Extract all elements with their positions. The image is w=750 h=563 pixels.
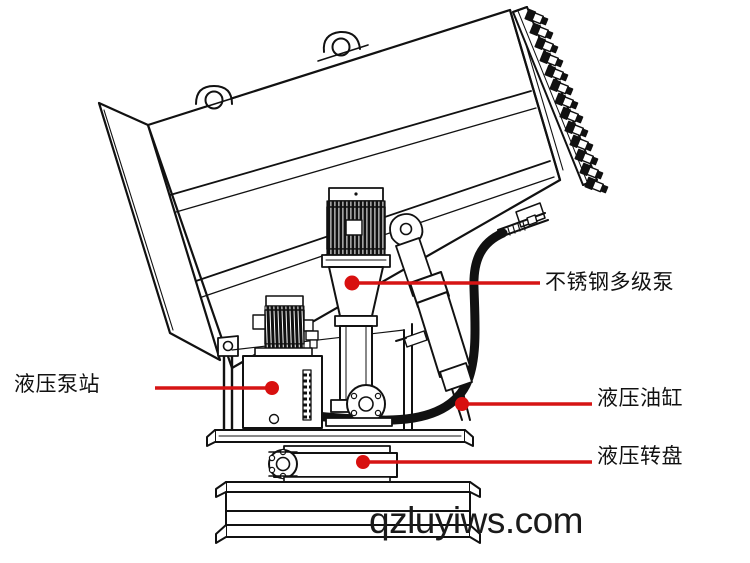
base-frame [215,481,481,544]
multistage-pump [321,187,393,427]
leader-hydraulic-cylinder [455,397,592,411]
leader-pump-station [155,381,279,395]
callout-label-hydraulic-pump-station: 液压泵站 [14,372,100,396]
nozzle-rail [512,6,609,194]
leader-multistage-pump [344,275,540,291]
site-watermark: qzluyiws.com [369,500,584,541]
hose-fitting [497,212,549,238]
callout-label-hydraulic-turntable: 液压转盘 [597,444,683,468]
callout-label-hydraulic-cylinder: 液压油缸 [597,386,683,410]
leader-hydraulic-turntable [356,455,592,469]
hydraulic-pump-station [242,295,323,429]
callout-label-stainless-multistage-pump: 不锈钢多级泵 [545,270,674,294]
hydraulic-turntable [206,429,474,483]
callout-leaders [155,275,592,469]
